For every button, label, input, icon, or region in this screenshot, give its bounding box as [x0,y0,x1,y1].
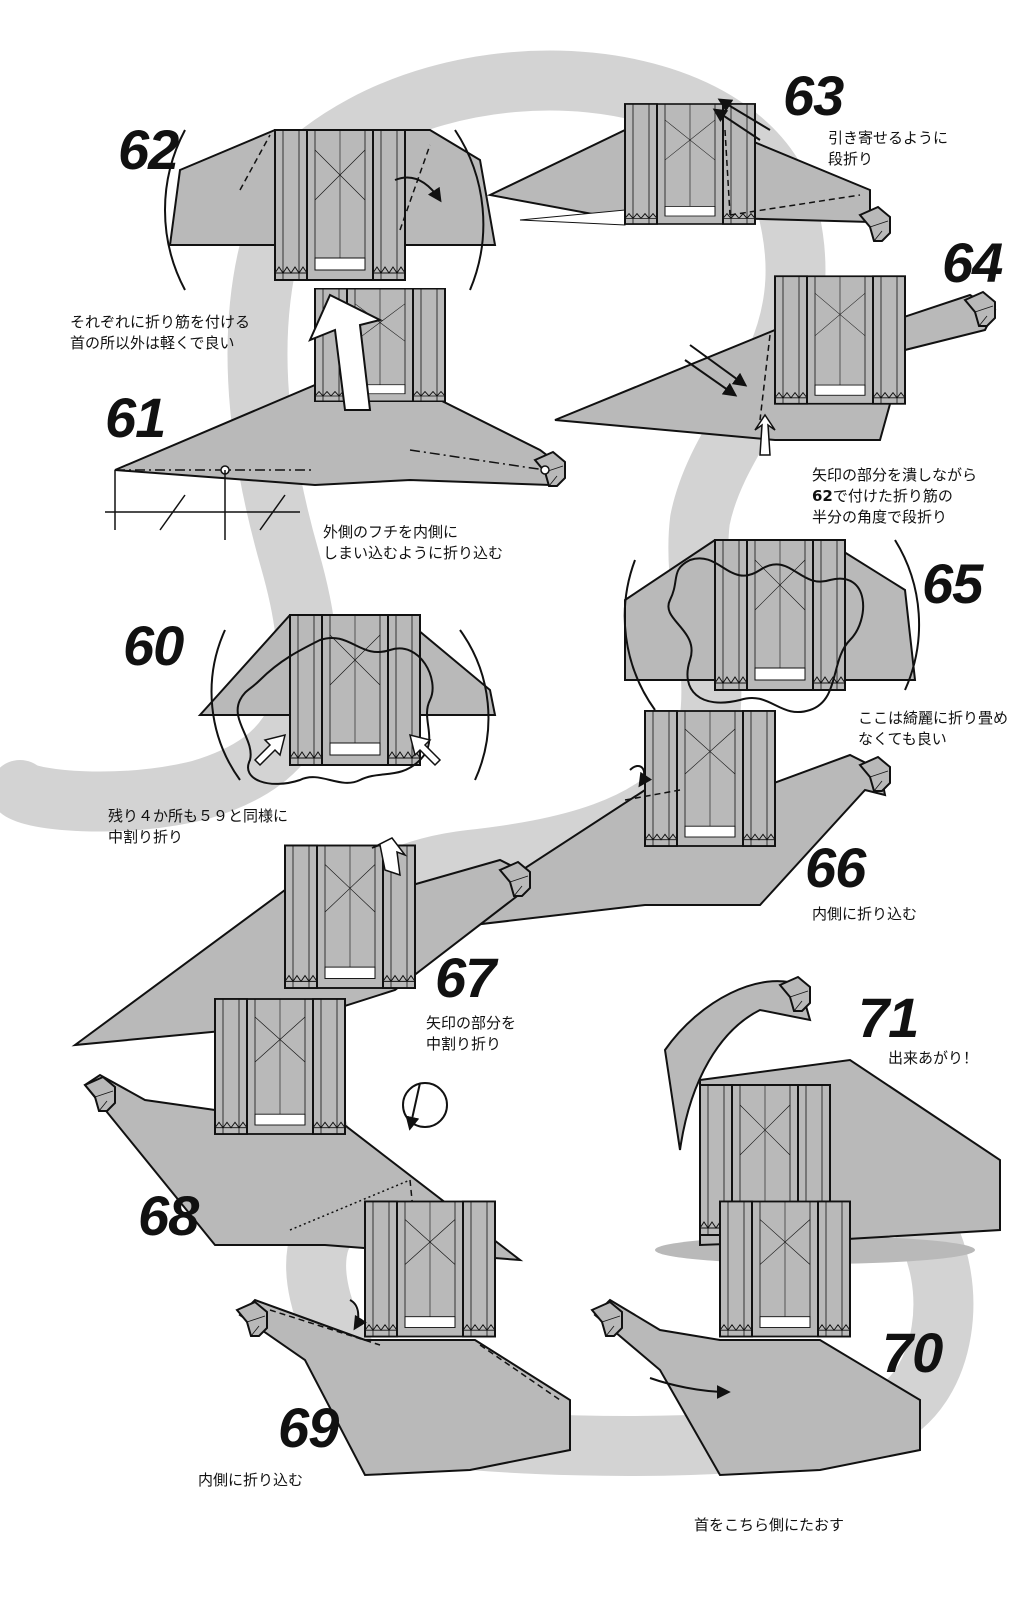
caption-text: で付けた折り筋の [832,487,953,505]
caption-line: 首の所以外は軽くで良い [70,334,235,352]
step-63-caption: 引き寄せるように 段折り [828,128,948,170]
step-65-model [623,539,920,713]
step-67-caption: 矢印の部分を 中割り折り [426,1013,516,1055]
step-62-model [164,129,497,291]
step-69-model [236,1202,571,1477]
caption-line: 半分の角度で段折り [812,508,948,526]
step-number: 68 [138,1184,199,1247]
step-69-caption: 内側に折り込む [198,1470,303,1491]
caption-line: ここは綺麗に折り畳め [858,709,1009,727]
caption-line: なくても良い [858,730,947,748]
step-60-model [197,614,497,785]
caption-line: 中割り折り [108,828,184,846]
caption-line: 内側に折り込む [812,905,918,923]
step-number: 65 [922,552,983,615]
caption-line: 出来あがり！ [888,1049,979,1067]
step-62-caption: それぞれに折り筋を付ける 首の所以外は軽くで良い [70,312,250,354]
caption-line: それぞれに折り筋を付ける [70,313,251,331]
caption-line: 矢印の部分を潰しながら [812,466,978,484]
step-70-model [591,1202,921,1477]
caption-line: 残り４か所も５９と同様に [108,807,289,825]
step-number: 64 [942,231,1003,294]
step-number: 66 [805,836,866,899]
caption-line: 62で付けた折り筋の [812,486,977,507]
step-number: 71 [858,986,919,1049]
step-70-caption: 首をこちら側にたおす [694,1515,844,1536]
step-66-model [429,711,891,931]
rotate-symbol [402,1082,448,1131]
step-number: 67 [435,946,496,1009]
step-number: 62 [118,118,179,181]
caption-line: 内側に折り込む [198,1471,304,1489]
step-number: 60 [123,614,184,677]
caption-line: 段折り [828,150,874,168]
step-number: 70 [882,1321,943,1384]
step-64-caption: 矢印の部分を潰しながら 62で付けた折り筋の 半分の角度で段折り [812,465,977,528]
step-number: 63 [783,64,844,127]
step-number: 61 [105,386,166,449]
step-number: 69 [278,1396,339,1459]
step-61-model [105,289,566,540]
caption-line: 首をこちら側にたおす [694,1516,845,1534]
caption-line: 引き寄せるように [828,129,949,147]
step-ref: 62 [812,487,833,505]
step-63-model [486,98,891,242]
caption-line: しまい込むように折り込む [323,544,504,562]
caption-line: 中割り折り [426,1035,502,1053]
caption-line: 矢印の部分を [426,1014,517,1032]
step-61-caption: 外側のフチを内側に しまい込むように折り込む [323,522,503,564]
step-71-caption: 出来あがり！ [888,1048,978,1069]
step-65-caption: ここは綺麗に折り畳め なくても良い [858,708,1008,750]
step-60-caption: 残り４か所も５９と同様に 中割り折り [108,806,288,848]
step-66-caption: 内側に折り込む [812,904,917,925]
caption-line: 外側のフチを内側に [323,523,459,541]
step-64-model [554,276,997,456]
